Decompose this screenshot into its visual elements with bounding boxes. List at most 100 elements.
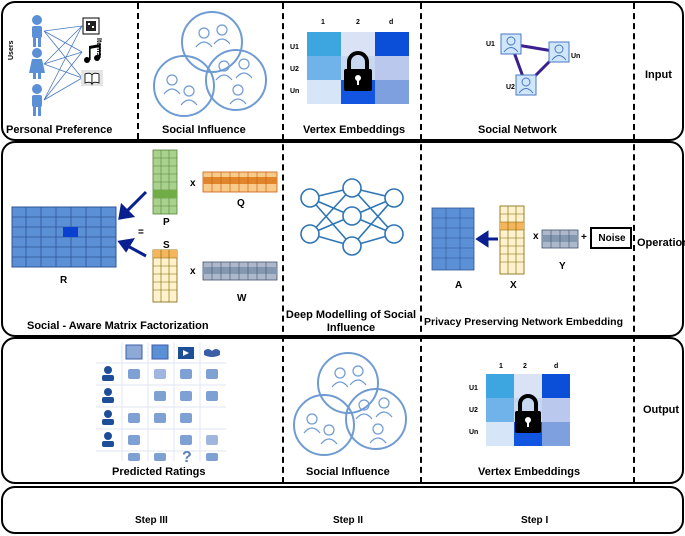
noise-box xyxy=(590,227,632,249)
user-rating-rows xyxy=(102,366,114,447)
row-label-operation: Operation xyxy=(637,237,685,249)
matrix-factorization-title: Social - Aware Matrix Factorization xyxy=(27,320,209,332)
out-embedding-col-d: d xyxy=(554,363,559,370)
person-group-icons xyxy=(163,24,253,106)
matrix-q xyxy=(202,171,278,193)
separator-2 xyxy=(282,3,284,483)
matrix-x xyxy=(499,205,525,275)
neural-network-graphic xyxy=(300,178,404,256)
row-label-output: Output xyxy=(643,404,680,416)
embedding-row-u1: U1 xyxy=(290,44,299,51)
out-embedding-row-un: Un xyxy=(469,429,479,436)
predicted-ratings-title: Predicted Ratings xyxy=(112,466,206,478)
times-sign-xy: x xyxy=(533,231,539,242)
social-network-graphic xyxy=(500,33,570,96)
separator-1 xyxy=(137,3,139,139)
social-influence-output-title: Social Influence xyxy=(306,466,390,478)
network-node-u2-icon xyxy=(515,74,537,96)
social-network-title: Social Network xyxy=(478,124,557,136)
nn-hidden-node xyxy=(342,236,362,256)
avatar xyxy=(102,432,114,447)
social-influence-title: Social Influence xyxy=(162,124,246,136)
out-embedding-col-1: 1 xyxy=(499,363,503,370)
steps-row-frame xyxy=(1,486,684,534)
row-label-input: Input xyxy=(645,69,672,81)
lock-icon xyxy=(344,51,372,91)
matrix-label-p: P xyxy=(163,217,170,228)
lock-icon xyxy=(515,394,541,433)
nn-input-node xyxy=(300,188,320,208)
item-header-icons xyxy=(125,344,220,360)
user-icon xyxy=(32,15,42,47)
vertex-embedding-output-grid xyxy=(486,374,570,446)
matrix-factorization-graphic xyxy=(11,149,278,303)
privacy-embedding-graphic xyxy=(431,205,632,275)
noise-label: Noise xyxy=(598,233,626,244)
matrix-label-a: A xyxy=(455,280,463,291)
equals-sign: = xyxy=(138,227,144,238)
out-embedding-row-u2: U2 xyxy=(469,407,478,414)
book-icon xyxy=(81,70,103,86)
user-icon xyxy=(32,84,42,116)
network-node-u1-icon xyxy=(500,33,522,55)
embedding-col-1: 1 xyxy=(321,19,325,26)
network-label-u2: U2 xyxy=(506,84,515,91)
predicted-ratings-graphic: ? xyxy=(96,343,226,463)
out-embedding-col-2: 2 xyxy=(523,363,527,370)
matrix-label-y: Y xyxy=(559,261,566,272)
film-icon xyxy=(82,17,100,35)
social-influence-graphic xyxy=(153,11,267,117)
personal-preference-graphic xyxy=(29,15,103,116)
output-row-frame xyxy=(1,337,684,484)
privacy-embedding-title: Privacy Preserving Network Embedding xyxy=(424,316,623,328)
vertex-embedding-grid xyxy=(307,32,409,104)
music-note-icon xyxy=(84,44,101,63)
matrix-a xyxy=(431,207,475,271)
matrix-label-q: Q xyxy=(237,198,245,209)
deep-modelling-title: Deep Modelling of Social Influence xyxy=(285,309,417,334)
step-label-3: Step III xyxy=(135,515,168,526)
vertex-embeddings-title: Vertex Embeddings xyxy=(303,124,406,136)
avatar xyxy=(102,410,114,425)
nn-output-node xyxy=(384,188,404,208)
times-sign-sw: x xyxy=(190,266,196,277)
unknown-rating-mark: ? xyxy=(182,449,192,463)
avatar xyxy=(102,366,114,381)
matrix-label-r: R xyxy=(60,275,68,286)
avatar xyxy=(102,388,114,403)
personal-preference-title: Personal Preference xyxy=(6,124,113,136)
step-label-1: Step I xyxy=(521,515,549,526)
matrix-label-w: W xyxy=(237,293,247,304)
embedding-row-un: Un xyxy=(290,88,300,95)
embedding-row-u2: U2 xyxy=(290,66,299,73)
nn-hidden-node xyxy=(342,178,362,198)
nn-input-node xyxy=(300,224,320,244)
out-embedding-row-u1: U1 xyxy=(469,385,478,392)
nn-output-node xyxy=(384,224,404,244)
times-sign-pq: x xyxy=(190,178,196,189)
users-axis-label: Users xyxy=(8,40,15,60)
thumb-icons xyxy=(128,369,218,461)
matrix-p xyxy=(152,149,178,215)
items-axis-label: Items xyxy=(95,38,102,57)
matrix-r xyxy=(11,206,117,268)
separator-3 xyxy=(420,3,422,483)
matrix-label-x: X xyxy=(510,280,517,291)
person-group-icons xyxy=(303,365,393,445)
matrix-y xyxy=(541,229,579,249)
matrix-s xyxy=(152,249,178,303)
nn-hidden-node xyxy=(342,206,362,226)
separator-4 xyxy=(633,3,635,483)
matrix-w xyxy=(202,261,278,281)
network-node-un-icon xyxy=(548,41,570,63)
user-icon xyxy=(29,48,45,79)
vertex-embeddings-output-title: Vertex Embeddings xyxy=(478,466,581,478)
plus-sign: + xyxy=(581,232,587,243)
network-label-un: Un xyxy=(571,53,581,60)
step-label-2: Step II xyxy=(333,515,364,526)
matrix-label-s: S xyxy=(163,240,170,251)
embedding-col-2: 2 xyxy=(356,19,360,26)
embedding-col-d: d xyxy=(389,19,394,26)
social-influence-output-graphic xyxy=(293,352,407,456)
